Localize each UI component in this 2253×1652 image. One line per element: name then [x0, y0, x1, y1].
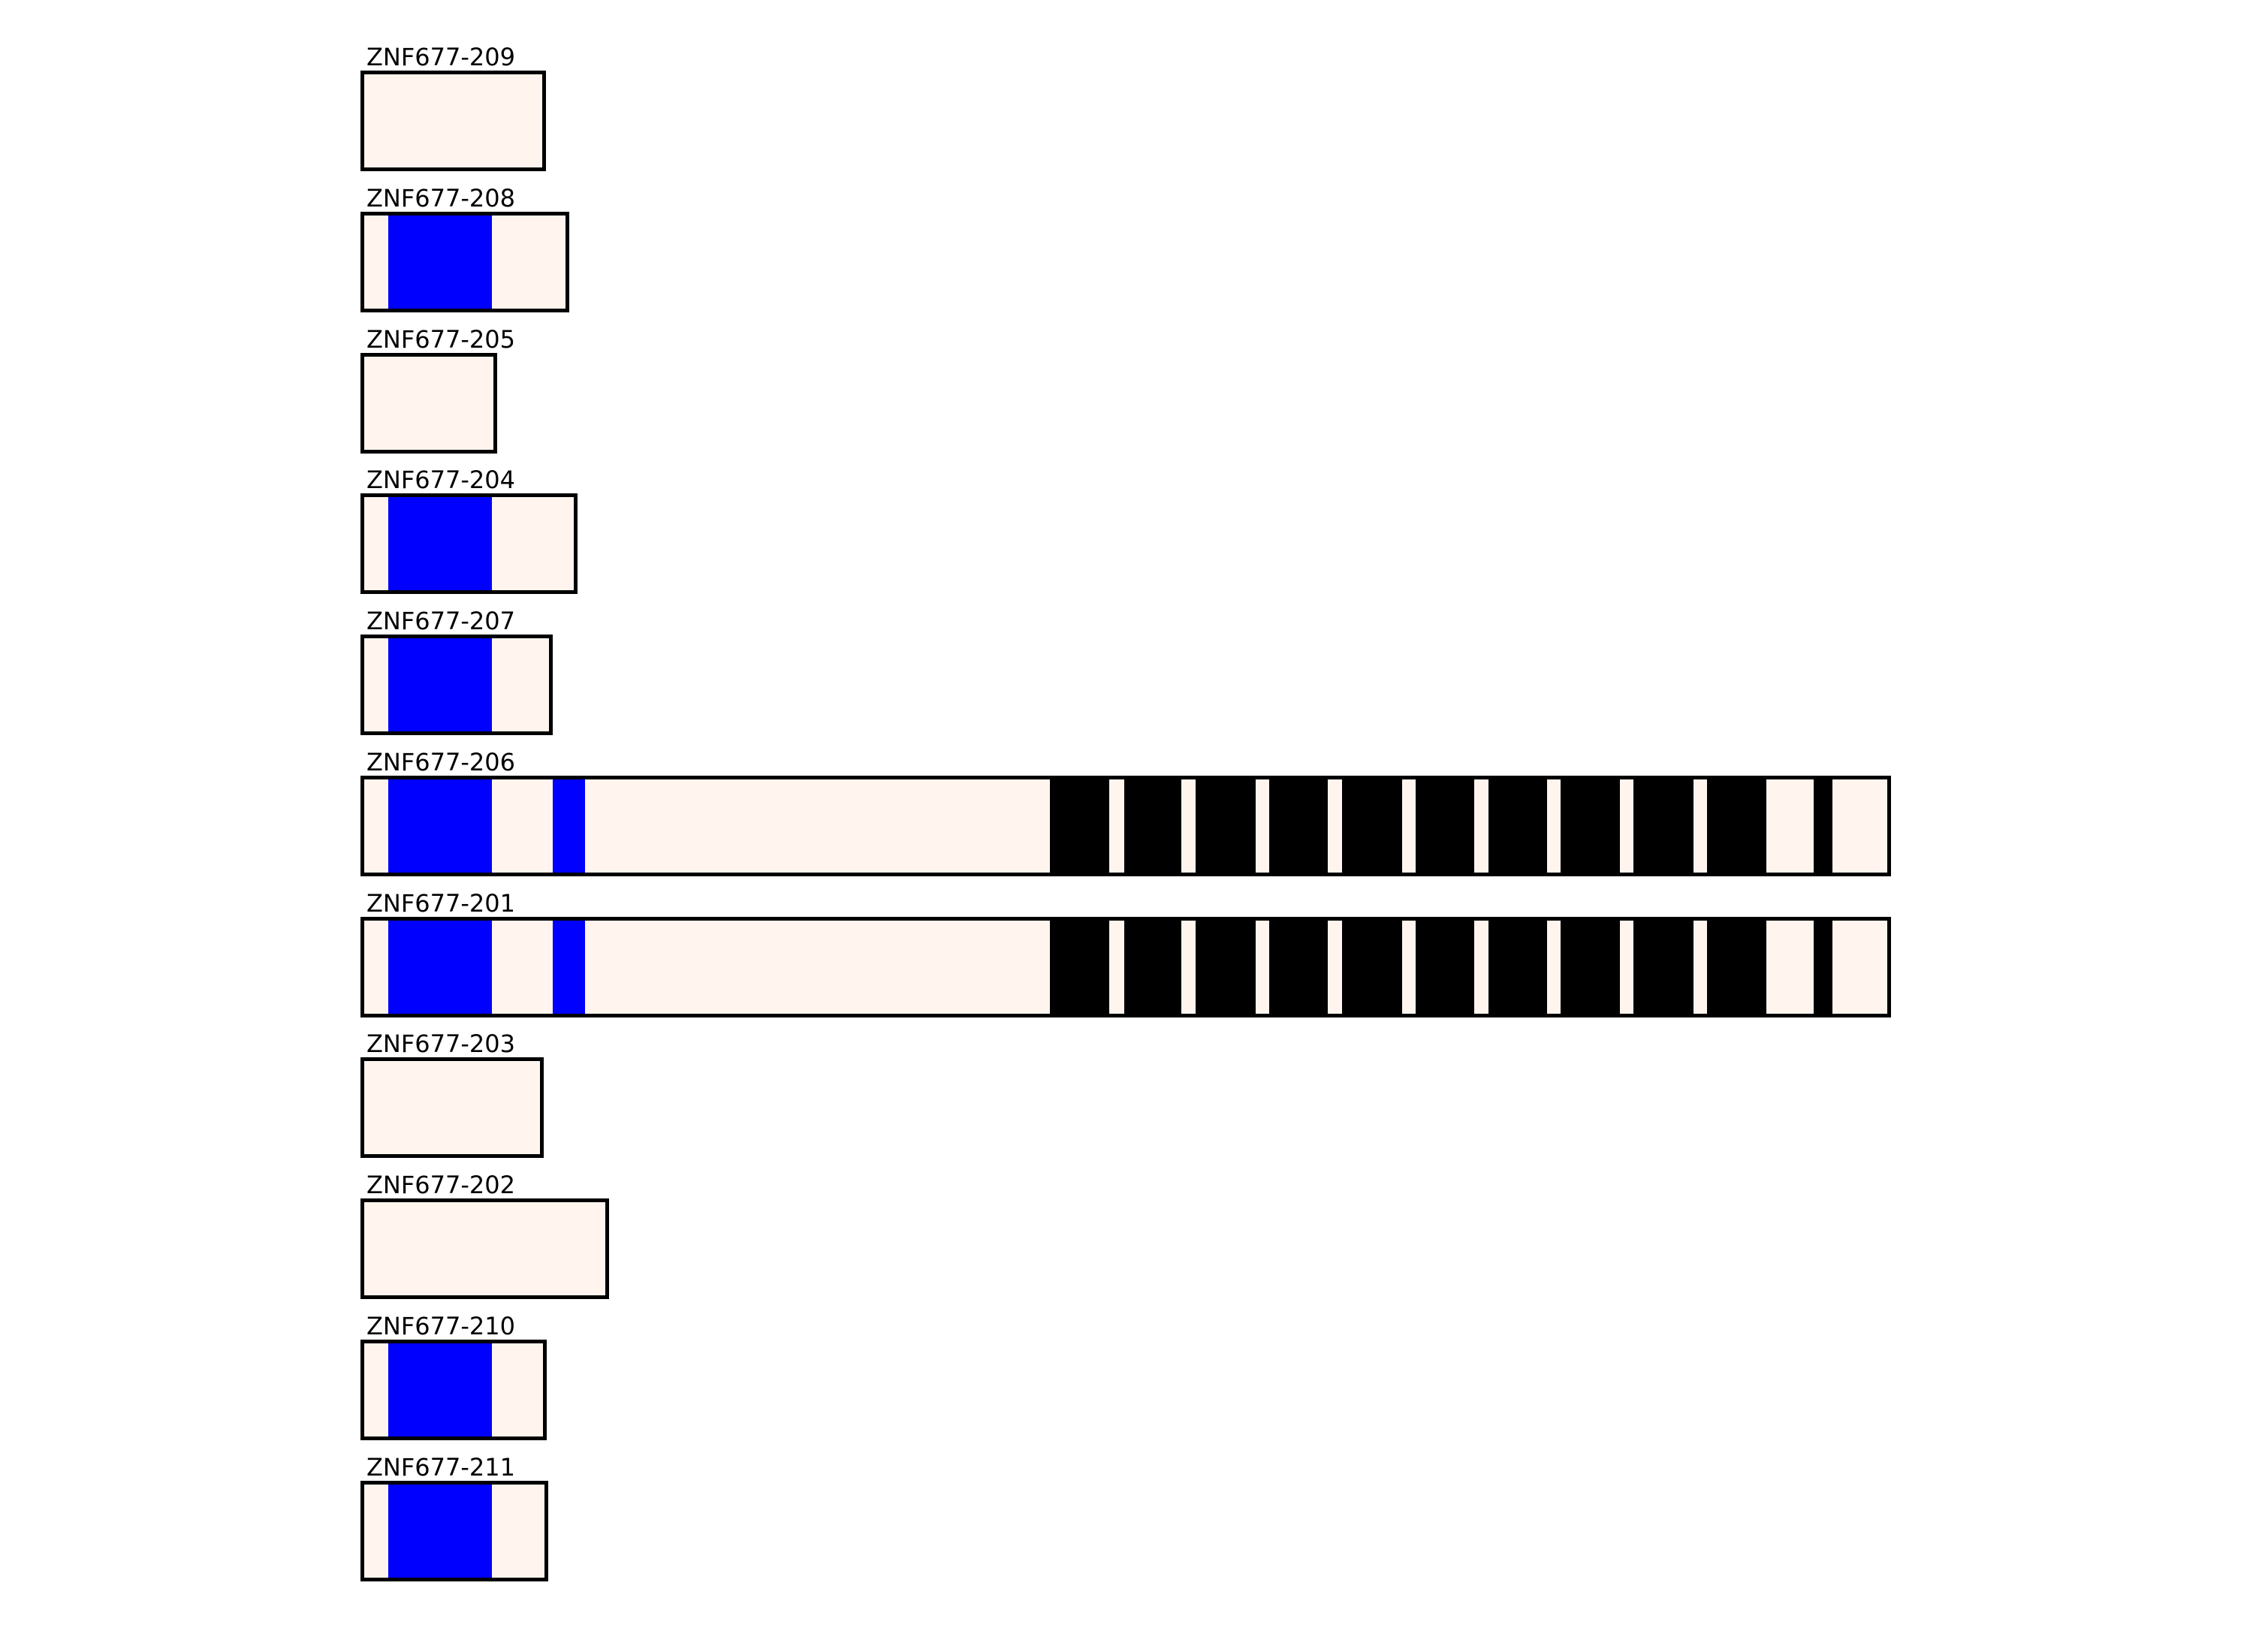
blue-domain-segment	[388, 921, 492, 1014]
blue-domain-segment	[388, 779, 492, 873]
black-domain-segment	[1814, 779, 1832, 873]
black-domain-segment	[1488, 779, 1547, 873]
blue-domain-segment	[388, 638, 492, 731]
black-domain-segment	[1707, 779, 1766, 873]
black-domain-segment	[1707, 921, 1766, 1014]
black-domain-segment	[1561, 779, 1620, 873]
black-domain-segment	[1342, 921, 1402, 1014]
blue-domain-segment	[388, 216, 492, 309]
transcript-label: ZNF677-203	[366, 1029, 515, 1058]
transcript-label: ZNF677-210	[366, 1312, 515, 1340]
transcript-box	[360, 493, 578, 594]
black-domain-segment	[1269, 921, 1328, 1014]
black-domain-segment	[1488, 921, 1547, 1014]
black-domain-segment	[1269, 779, 1328, 873]
transcript-box	[360, 71, 546, 171]
transcript-box	[360, 212, 569, 312]
transcript-label: ZNF677-211	[366, 1453, 515, 1482]
blue-domain-segment	[388, 1485, 492, 1578]
black-domain-segment	[1050, 779, 1109, 873]
black-domain-segment	[1561, 921, 1620, 1014]
transcript-label: ZNF677-202	[366, 1171, 515, 1199]
black-domain-segment	[1050, 921, 1109, 1014]
transcript-label: ZNF677-209	[366, 43, 515, 71]
black-domain-segment	[1416, 921, 1474, 1014]
black-domain-segment	[1124, 779, 1181, 873]
black-domain-segment	[1124, 921, 1181, 1014]
transcript-box	[360, 1340, 547, 1440]
blue-domain-segment	[553, 921, 585, 1014]
black-domain-segment	[1416, 779, 1474, 873]
blue-domain-segment	[388, 1343, 492, 1436]
blue-domain-segment	[553, 779, 585, 873]
transcript-box	[360, 1057, 544, 1158]
black-domain-segment	[1633, 779, 1694, 873]
transcript-label: ZNF677-207	[366, 607, 515, 635]
black-domain-segment	[1342, 779, 1402, 873]
transcript-box	[360, 1198, 609, 1299]
transcript-label: ZNF677-208	[366, 184, 515, 213]
transcript-box	[360, 353, 497, 454]
black-domain-segment	[1633, 921, 1694, 1014]
black-domain-segment	[1196, 921, 1256, 1014]
transcript-label: ZNF677-201	[366, 889, 515, 918]
transcript-label: ZNF677-206	[366, 748, 515, 776]
transcript-box	[360, 1481, 548, 1581]
transcript-box	[360, 635, 553, 735]
transcript-box	[360, 776, 1891, 876]
blue-domain-segment	[388, 497, 492, 590]
black-domain-segment	[1196, 779, 1256, 873]
transcript-box	[360, 917, 1891, 1017]
transcript-label: ZNF677-204	[366, 466, 515, 494]
black-domain-segment	[1814, 921, 1832, 1014]
transcript-label: ZNF677-205	[366, 325, 515, 354]
